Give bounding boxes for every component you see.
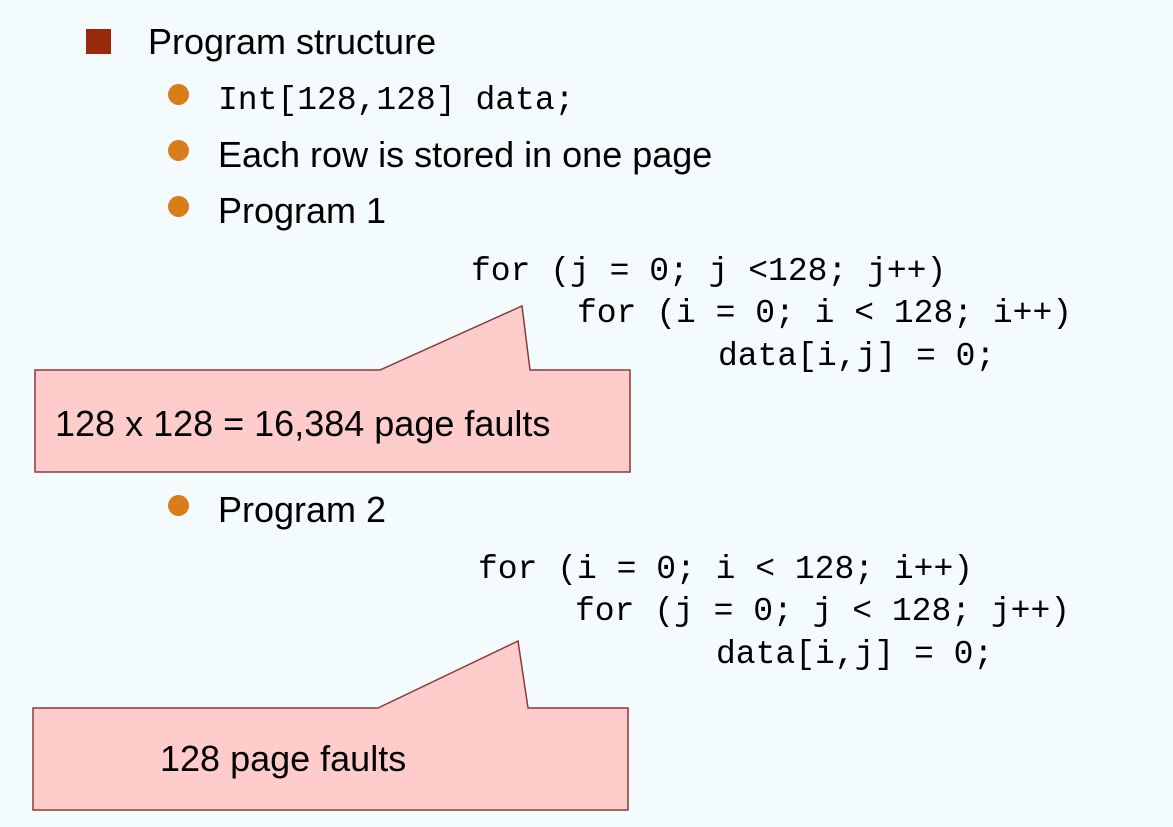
program1-line2: for (i = 0; i < 128; i++) bbox=[577, 295, 1073, 332]
bullet-dot-row-storage bbox=[168, 140, 189, 161]
program2-line1: for (i = 0; i < 128; i++) bbox=[478, 551, 974, 588]
bullet-dot-program1 bbox=[168, 196, 189, 217]
program2-label: Program 2 bbox=[218, 489, 387, 530]
program2-line2: for (j = 0; j < 128; j++) bbox=[575, 593, 1071, 630]
program1-label: Program 1 bbox=[218, 190, 387, 231]
callout2-shape bbox=[32, 639, 629, 811]
heading-bullet bbox=[86, 29, 111, 54]
declaration-code: Int[128,128] data; bbox=[218, 82, 575, 119]
bullet-dot-declaration bbox=[168, 84, 189, 105]
callout1-text: 128 x 128 = 16,384 page faults bbox=[55, 403, 551, 444]
heading: Program structure bbox=[148, 21, 437, 62]
program1-line1: for (j = 0; j <128; j++) bbox=[471, 253, 947, 290]
program1-line3: data[i,j] = 0; bbox=[718, 338, 996, 375]
callout2-text: 128 page faults bbox=[160, 738, 407, 779]
program2-line3: data[i,j] = 0; bbox=[716, 636, 994, 673]
bullet-dot-program2 bbox=[168, 495, 189, 516]
row-storage-text: Each row is stored in one page bbox=[218, 134, 713, 175]
callout1-shape bbox=[34, 304, 631, 473]
